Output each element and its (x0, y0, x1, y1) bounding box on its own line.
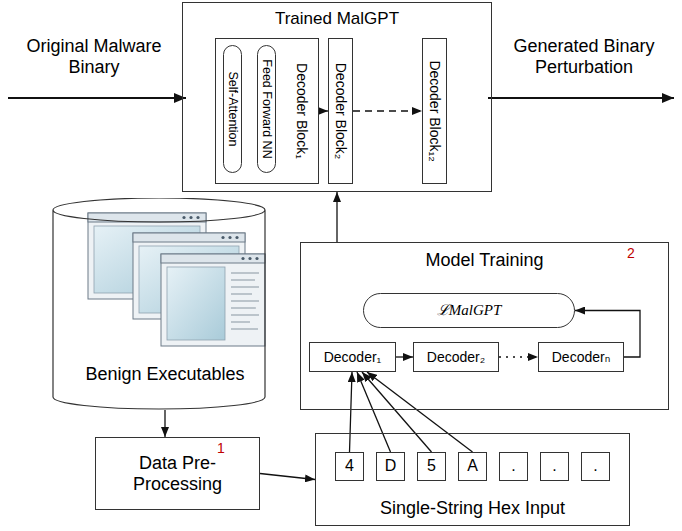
hex-cell: . (581, 452, 610, 481)
node-label: Trained MalGPT (183, 9, 491, 29)
hex-cell: 4 (335, 452, 364, 481)
decoder-block: Decoder Block₂ (328, 38, 353, 184)
training-box: Model TrainingℒMalGPT Decoder₁ Decoder₂ Dec… (300, 242, 669, 410)
node-label: Decoder Block₁ (294, 63, 310, 159)
node-label: Decoder Block₁₂ (426, 60, 442, 161)
hex-cell: . (499, 452, 528, 481)
callout-number: 2 (624, 245, 638, 261)
connector-arrow (319, 110, 328, 111)
layer-pill: Feed Forward NN (257, 45, 276, 173)
connector-arrow (499, 356, 538, 357)
connector-arrow (362, 372, 432, 452)
connector-arrow (336, 192, 337, 242)
node-label: 5 (427, 457, 436, 475)
input-arrow (8, 97, 186, 99)
input-label: Original Malware Binary (4, 36, 177, 77)
node-label: Self-Attention (225, 71, 239, 146)
output-label: Generated Binary Perturbation (490, 36, 669, 77)
connector-arrow (260, 474, 315, 480)
database-cylinder: Benign Executables (52, 198, 278, 410)
connector-arrow (353, 110, 422, 111)
decoder-box: Decoder₁ (309, 342, 396, 372)
node-label: 4 (345, 457, 354, 475)
node-label: Decoderₙ (552, 349, 611, 365)
connector-arrow (350, 372, 353, 452)
decoder-block: Decoder Block₁₂ (422, 38, 447, 184)
hex-cell: 5 (417, 452, 446, 481)
decoder-box: Decoderₙ (538, 342, 624, 372)
hex-cell: . (540, 452, 569, 481)
node-label: Data Pre-Processing (108, 453, 248, 494)
node-label: . (511, 457, 515, 475)
node-label: D (385, 457, 397, 475)
node-label: Benign Executables (52, 364, 278, 385)
connector-arrow (367, 372, 473, 452)
connector-arrow (357, 372, 391, 452)
process-box: Data Pre-Processing (95, 437, 260, 510)
node-label: . (552, 457, 556, 475)
callout-number: 1 (214, 440, 228, 456)
node-label: A (467, 457, 478, 475)
hex-cell: D (376, 452, 405, 481)
node-label: Single-String Hex Input (316, 498, 629, 519)
node-label: Decoder Block₂ (332, 63, 348, 159)
hex-cell: A (458, 452, 487, 481)
decoder-block: Decoder Block₁ Self-Attention Feed Forward… (215, 38, 319, 184)
node-label: Feed Forward NN (259, 59, 273, 158)
node-label: . (593, 457, 597, 475)
connector-arrow (164, 410, 165, 437)
node-label: ℒMalGPT (437, 302, 502, 319)
node-label: Decoder₂ (427, 349, 485, 365)
window-icon (161, 254, 265, 346)
loss-pill: ℒMalGPT (363, 293, 575, 328)
decoder-box: Decoder₂ (413, 342, 499, 372)
connector-arrow (396, 356, 413, 357)
node-label: Model Training (301, 250, 668, 271)
layer-pill: Self-Attention (223, 45, 242, 173)
input-box: Single-String Hex Input 4 D 5 A... (315, 433, 630, 526)
output-arrow (488, 97, 674, 99)
model-box: Trained MalGPT Decoder Block₁ Self-Attenti… (182, 2, 492, 192)
node-label: Decoder₁ (324, 349, 382, 365)
